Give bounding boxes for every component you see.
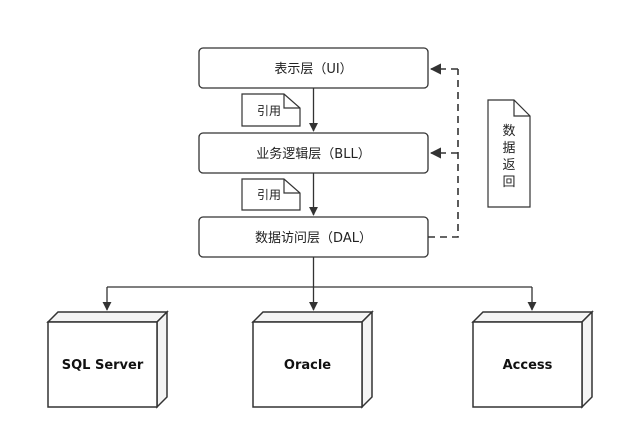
- ui-layer-box: 表示层（UI）: [198, 47, 429, 89]
- reference-note-2: 引用: [241, 178, 301, 211]
- reference-note-1: 引用: [241, 93, 301, 127]
- oracle-label: Oracle: [284, 358, 331, 373]
- data-return-char: 回: [502, 175, 515, 190]
- data-return-char: 据: [502, 141, 515, 156]
- sqlserver-node: SQL Server: [46, 310, 169, 409]
- reference-note-1-label: 引用: [257, 104, 281, 118]
- data-return-note: 数 据 返 回: [487, 99, 531, 208]
- dal-layer-label: 数据访问层（DAL）: [255, 231, 372, 246]
- bll-layer-label: 业务逻辑层（BLL）: [256, 146, 370, 162]
- data-return-char: 数: [502, 124, 515, 139]
- sqlserver-label: SQL Server: [62, 358, 144, 373]
- access-label: Access: [503, 358, 553, 373]
- data-return-dashed-line: [428, 69, 459, 238]
- data-return-char: 返: [502, 158, 515, 173]
- access-node: Access: [471, 310, 594, 409]
- oracle-node: Oracle: [251, 310, 374, 409]
- ui-layer-label: 表示层（UI）: [274, 62, 352, 77]
- dal-layer-box: 数据访问层（DAL）: [198, 216, 429, 258]
- reference-note-2-label: 引用: [257, 188, 281, 202]
- bll-layer-box: 业务逻辑层（BLL）: [198, 132, 429, 174]
